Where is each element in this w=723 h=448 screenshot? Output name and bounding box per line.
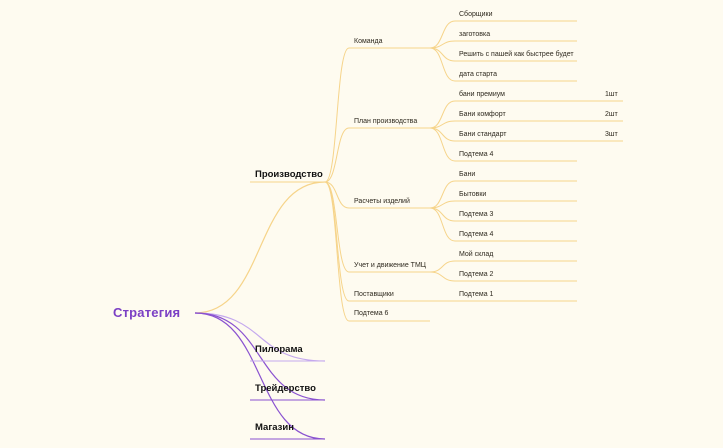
connector-plan-3 (429, 127, 456, 162)
subtopic-moy-sklad[interactable]: Мой склад (459, 251, 494, 258)
connector-l2-plan (324, 127, 350, 183)
topic-raschety-izdeliy[interactable]: Расчеты изделий (354, 198, 410, 205)
subtopic-sborshchiki[interactable]: Сборщики (459, 11, 493, 18)
subtopic-uchet-podtema-2[interactable]: Подтема 2 (459, 271, 494, 278)
subtopic-reshit-s-pashey[interactable]: Решить с пашей как быстрее будет (459, 51, 574, 58)
subtopic-raschety-podtema-3[interactable]: Подтема 3 (459, 211, 494, 218)
connector-root-magazin (194, 312, 326, 440)
subtopic-data-starta[interactable]: дата старта (459, 71, 498, 78)
connector-root-treyderstvo (194, 312, 326, 401)
connector-l2-komanda (324, 47, 350, 183)
connector-komanda-2 (429, 47, 456, 62)
subtopic-zagotovka[interactable]: заготовка (459, 31, 491, 38)
branch-pilorama[interactable]: Пилорама (255, 344, 303, 355)
subtopic-bani[interactable]: Бани (459, 171, 476, 178)
connector-plan-2 (429, 127, 456, 142)
subtopic-postavshchiki-podtema-1[interactable]: Подтема 1 (459, 291, 494, 298)
subtopic-plan-podtema-4[interactable]: Подтема 4 (459, 151, 494, 158)
connector-komanda-0 (429, 20, 456, 49)
connector-root-proizvodstvo (194, 181, 326, 314)
qty-bani-premium[interactable]: 1шт (605, 91, 618, 98)
connector-raschety-0 (429, 180, 456, 209)
branch-magazin[interactable]: Магазин (255, 422, 294, 433)
mindmap-root-node[interactable]: Стратегия (113, 305, 181, 320)
connector-raschety-3 (429, 207, 456, 242)
subtopic-bani-komfort[interactable]: Бани комфорт (459, 111, 506, 118)
qty-bani-komfort[interactable]: 2шт (605, 111, 618, 118)
subtopic-raschety-podtema-4[interactable]: Подтема 4 (459, 231, 494, 238)
connector-l2-podtema-6 (324, 181, 350, 322)
topic-podtema-6[interactable]: Подтема 6 (354, 310, 389, 317)
subtopic-bani-standart[interactable]: Бани стандарт (459, 131, 507, 138)
connector-komanda-3 (429, 47, 456, 82)
topic-plan-proizvodstva[interactable]: План производства (354, 118, 418, 125)
connector-uchet-1 (429, 271, 456, 282)
qty-bani-standart[interactable]: 3шт (605, 131, 618, 138)
connector-uchet-0 (429, 260, 456, 273)
connector-l2-raschety (324, 181, 350, 209)
topic-komanda[interactable]: Команда (354, 38, 383, 45)
branch-treyderstvo[interactable]: Трейдерство (255, 383, 316, 394)
subtopic-bytovki[interactable]: Бытовки (459, 191, 487, 198)
connector-plan-0 (429, 100, 456, 129)
connector-root-pilorama (194, 312, 326, 362)
topic-uchet-tmc[interactable]: Учет и движение ТМЦ (354, 262, 426, 269)
subtopic-bani-premium[interactable]: бани премиум (459, 91, 505, 98)
connector-l2-postavshchiki (324, 181, 350, 302)
topic-postavshchiki[interactable]: Поставщики (354, 291, 394, 298)
branch-proizvodstvo[interactable]: Производство (255, 169, 323, 180)
connector-raschety-2 (429, 207, 456, 222)
